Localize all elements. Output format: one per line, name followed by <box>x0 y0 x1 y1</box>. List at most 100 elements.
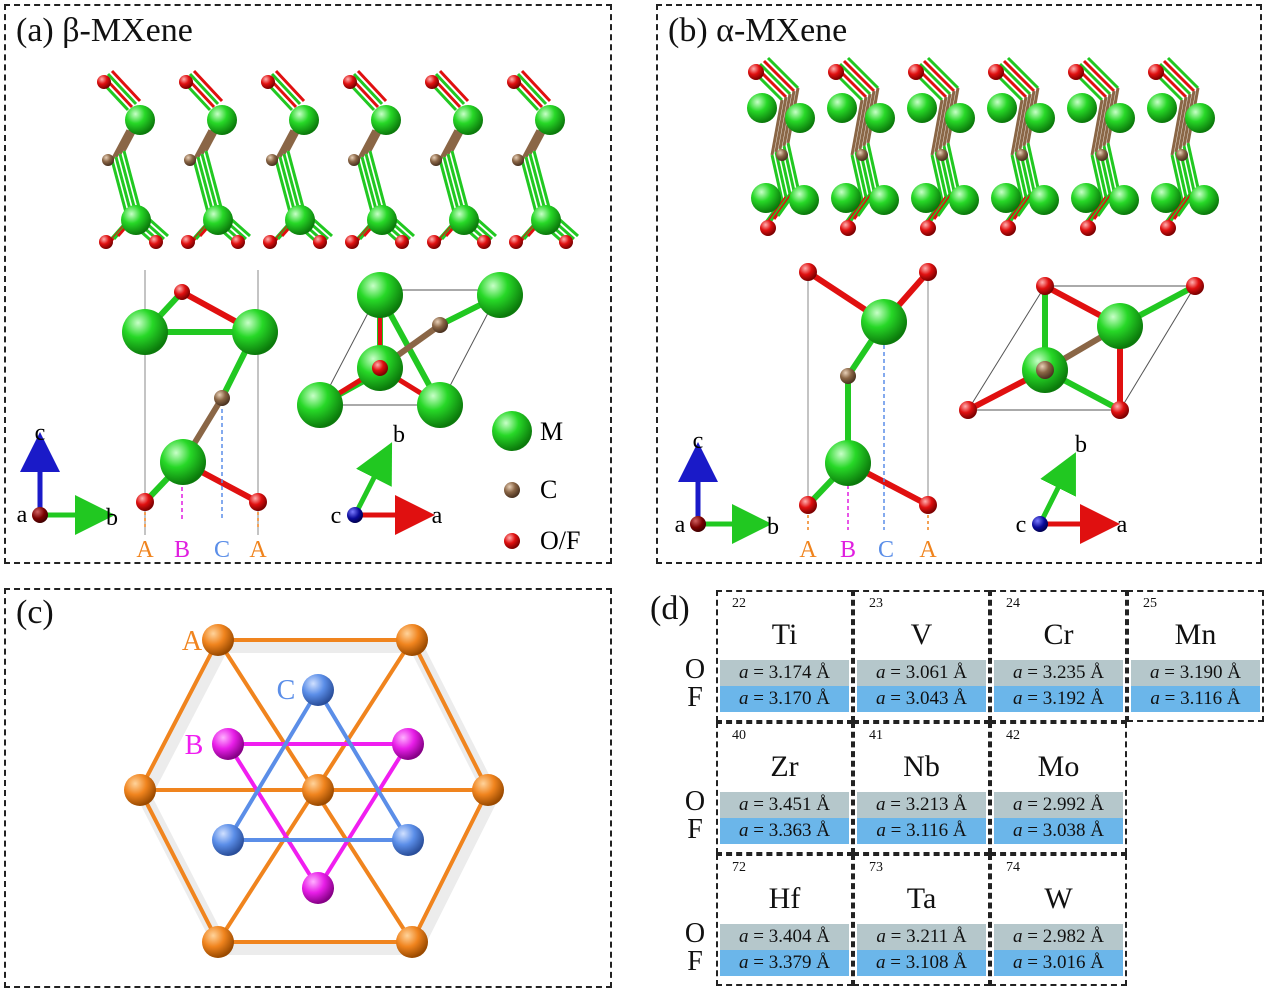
legend-m-label: M <box>540 417 563 446</box>
alpha-stack-label-a2: A <box>919 537 937 563</box>
alpha-axis-a-label: a <box>675 512 686 538</box>
legend-of-icon <box>504 533 520 549</box>
legend-m-icon <box>492 411 532 451</box>
lattice-f-value: a = 3.170 Å <box>720 686 849 712</box>
beta-unit-cell-side <box>122 270 278 535</box>
lattice-o-value: a = 3.404 Å <box>720 924 849 950</box>
atomic-number: 73 <box>869 860 883 875</box>
atomic-number: 24 <box>1006 596 1020 611</box>
beta-axis-a-label: a <box>17 502 28 528</box>
panel-c: (c) <box>4 588 612 988</box>
atomic-number: 22 <box>732 596 746 611</box>
element-symbol: Ta <box>906 882 937 915</box>
atomic-number: 41 <box>869 728 883 743</box>
alpha-unit-cell-top <box>959 277 1204 419</box>
panel-d-label: (d) <box>650 590 690 627</box>
beta-axes-side <box>20 432 115 535</box>
row-label-f: F <box>687 946 703 977</box>
row-label-f: F <box>687 814 703 845</box>
lattice-o-value: a = 3.235 Å <box>994 660 1123 686</box>
row-label-o: O <box>684 654 706 685</box>
element-symbol: Hf <box>768 882 801 915</box>
element-symbol: Nb <box>903 750 940 783</box>
beta-stack-label-a2: A <box>249 537 267 563</box>
atomic-number: 40 <box>732 728 746 743</box>
beta-axis-b-top-label: b <box>393 422 405 448</box>
panel-b: (b) α-MXene <box>656 4 1262 564</box>
alpha-axes-top <box>1032 452 1120 544</box>
beta-axis-a-top-label: a <box>432 503 443 529</box>
lattice-o-value: a = 3.211 Å <box>857 924 986 950</box>
legend-of-label: O/F <box>540 526 580 555</box>
alpha-stack-label-c: C <box>878 537 894 563</box>
atomic-number: 23 <box>869 596 883 611</box>
lattice-f-value: a = 3.108 Å <box>857 950 986 976</box>
lattice-f-value: a = 3.379 Å <box>720 950 849 976</box>
atomic-number: 72 <box>732 860 746 875</box>
site-c-label: C <box>277 675 296 706</box>
lattice-o-value: a = 2.992 Å <box>994 792 1123 818</box>
lattice-o-value: a = 2.982 Å <box>994 924 1123 950</box>
atom-legend <box>492 411 532 549</box>
atomic-number: 42 <box>1006 728 1020 743</box>
alpha-axis-a-top-label: a <box>1117 512 1128 538</box>
atomic-number: 74 <box>1006 860 1020 875</box>
lattice-f-value: a = 3.116 Å <box>857 818 986 844</box>
panel-a-title: (a) β-MXene <box>16 12 193 49</box>
alpha-stack-label-a1: A <box>799 537 817 563</box>
lattice-f-value: a = 3.038 Å <box>994 818 1123 844</box>
legend-c-icon <box>504 482 520 498</box>
row-label-f: F <box>687 682 703 713</box>
lattice-f-value: a = 3.192 Å <box>994 686 1123 712</box>
site-b-label: B <box>185 730 204 761</box>
alpha-axis-c-top-label: c <box>1016 512 1027 538</box>
element-symbol: V <box>910 618 933 651</box>
stacking-site-diagram <box>124 624 504 958</box>
beta-axes-top <box>347 442 435 535</box>
element-symbol: Ti <box>771 618 798 651</box>
element-symbol: Mn <box>1174 618 1217 651</box>
beta-axis-c-top-label: c <box>331 503 342 529</box>
beta-unit-cell-top <box>297 272 523 428</box>
alpha-slab-structure <box>747 56 1219 236</box>
beta-slab-structure <box>97 69 579 249</box>
element-symbol: W <box>1044 882 1073 915</box>
alpha-axis-b-label: b <box>767 514 779 540</box>
alpha-axis-b-top-label: b <box>1075 432 1087 458</box>
lattice-o-value: a = 3.061 Å <box>857 660 986 686</box>
atomic-number: 25 <box>1143 596 1157 611</box>
lattice-o-value: a = 3.451 Å <box>720 792 849 818</box>
lattice-f-value: a = 3.043 Å <box>857 686 986 712</box>
element-symbol: Cr <box>1043 618 1074 651</box>
lattice-f-value: a = 3.363 Å <box>720 818 849 844</box>
panel-b-title: (b) α-MXene <box>668 12 848 49</box>
beta-stack-label-a1: A <box>136 537 154 563</box>
panel-c-label: (c) <box>16 594 54 631</box>
beta-stack-label-b: B <box>174 537 190 563</box>
lattice-f-value: a = 3.116 Å <box>1131 686 1260 712</box>
lattice-o-value: a = 3.174 Å <box>720 660 849 686</box>
beta-axis-c-label: c <box>35 420 46 446</box>
row-label-o: O <box>684 786 706 817</box>
beta-stack-label-c: C <box>214 537 230 563</box>
element-symbol: Zr <box>770 750 799 783</box>
alpha-axis-c-label: c <box>693 428 704 454</box>
row-label-o: O <box>684 918 706 949</box>
beta-axis-b-label: b <box>106 505 118 531</box>
lattice-o-value: a = 3.213 Å <box>857 792 986 818</box>
legend-c-label: C <box>540 475 557 504</box>
alpha-unit-cell-side <box>799 263 937 530</box>
alpha-stack-label-b: B <box>840 537 856 563</box>
lattice-f-value: a = 3.016 Å <box>994 950 1123 976</box>
